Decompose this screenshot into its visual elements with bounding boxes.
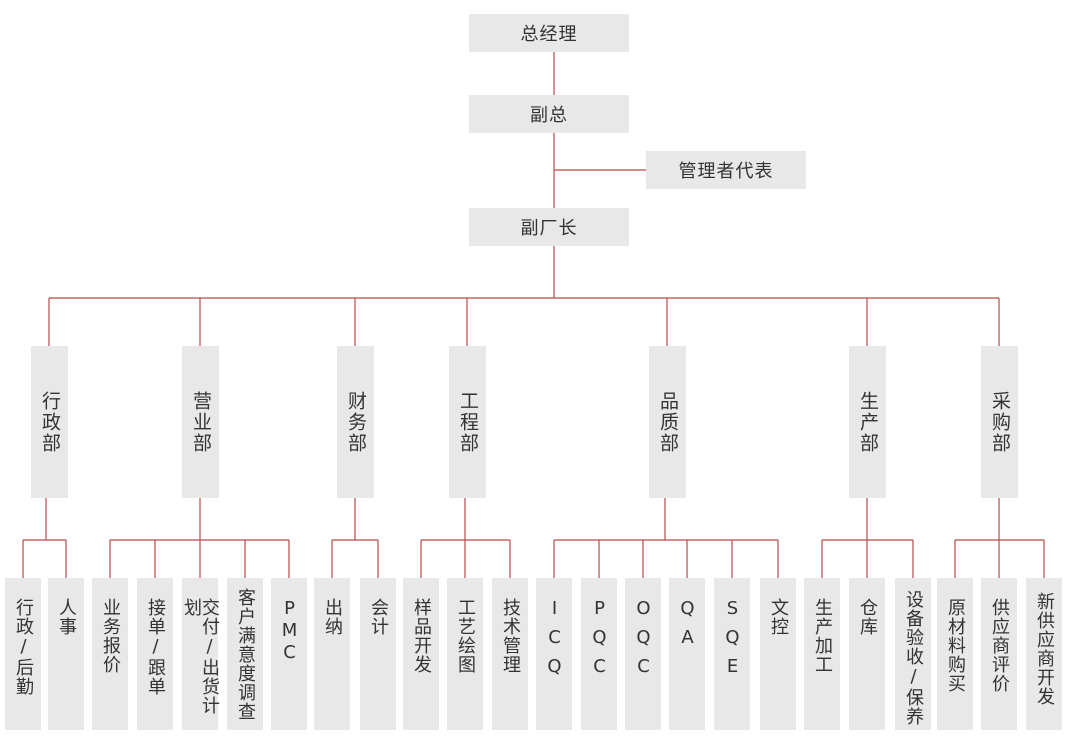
leaf-label: 会计 xyxy=(368,598,389,636)
leaf-label: 客户满意度调查 xyxy=(235,588,256,721)
leaf-label: PMC xyxy=(279,598,300,664)
leaf-label: 设备验收/保养 xyxy=(903,590,924,726)
leaf-box: SQE xyxy=(714,578,750,730)
dept-box-engineering: 工程部 xyxy=(449,346,486,498)
dept-label: 生产部 xyxy=(857,390,879,454)
dept-label: 行政部 xyxy=(39,390,61,454)
leaf-label: 出纳 xyxy=(322,598,343,636)
leaf-box: 新供应商开发 xyxy=(1026,578,1062,730)
leaf-label: 人事 xyxy=(56,598,77,636)
leaf-box: ICQ xyxy=(536,578,572,730)
leaf-box: QA xyxy=(669,578,705,730)
dept-box-production: 生产部 xyxy=(849,346,886,498)
dept-box-sales: 营业部 xyxy=(182,346,219,498)
vp-box: 副总 xyxy=(469,95,629,133)
leaf-box: 会计 xyxy=(360,578,396,730)
leaf-label: 样品开发 xyxy=(411,598,432,674)
dept-label: 营业部 xyxy=(190,390,212,454)
dept-label: 财务部 xyxy=(345,390,367,454)
leaf-box: 接单/跟单 xyxy=(137,578,173,730)
leaf-label: 工艺绘图 xyxy=(455,598,476,674)
leaf-label: 新供应商开发 xyxy=(1034,592,1055,706)
dept-label: 工程部 xyxy=(457,390,479,454)
dept-box-finance: 财务部 xyxy=(337,346,374,498)
vp-label: 副总 xyxy=(530,105,568,126)
ceo-label: 总经理 xyxy=(520,24,578,45)
mgmt-rep-label: 管理者代表 xyxy=(678,161,774,182)
leaf-box: 交付/出货计划 xyxy=(181,578,220,730)
dept-label: 品质部 xyxy=(657,390,679,454)
dept-box-quality: 品质部 xyxy=(649,346,686,498)
leaf-box: OQC xyxy=(625,578,661,730)
leaf-box: 业务报价 xyxy=(92,578,128,730)
dept-box-admin: 行政部 xyxy=(31,346,68,498)
dept-box-purchasing: 采购部 xyxy=(981,346,1018,498)
leaf-label: 业务报价 xyxy=(100,598,121,674)
deputy-factory-label: 副厂长 xyxy=(520,218,578,239)
leaf-box: 仓库 xyxy=(849,578,885,730)
leaf-label: 技术管理 xyxy=(500,598,521,674)
leaf-box: PMC xyxy=(271,578,307,730)
leaf-box: PQC xyxy=(581,578,617,730)
leaf-label: ICQ xyxy=(544,598,565,685)
leaf-box: 文控 xyxy=(760,578,796,730)
leaf-label: 接单/跟单 xyxy=(145,598,166,696)
dept-label: 采购部 xyxy=(989,390,1011,454)
leaf-box: 供应商评价 xyxy=(981,578,1017,730)
leaf-label: 交付/出货计划 xyxy=(181,598,220,715)
leaf-box: 样品开发 xyxy=(403,578,439,730)
leaf-label: OQC xyxy=(633,598,654,685)
leaf-box: 人事 xyxy=(48,578,84,730)
leaf-box: 出纳 xyxy=(314,578,350,730)
leaf-label: QA xyxy=(677,598,698,656)
leaf-label: 行政/后勤 xyxy=(13,598,34,696)
leaf-label: 生产加工 xyxy=(812,598,833,674)
leaf-label: PQC xyxy=(589,598,610,685)
leaf-box: 客户满意度调查 xyxy=(227,578,263,730)
ceo-box: 总经理 xyxy=(469,14,629,52)
leaf-box: 生产加工 xyxy=(804,578,840,730)
leaf-box: 工艺绘图 xyxy=(447,578,483,730)
leaf-label: 仓库 xyxy=(857,598,878,636)
leaf-label: SQE xyxy=(722,598,743,685)
leaf-box: 设备验收/保养 xyxy=(895,578,931,730)
leaf-label: 供应商评价 xyxy=(989,598,1010,693)
leaf-box: 行政/后勤 xyxy=(5,578,41,730)
leaf-box: 技术管理 xyxy=(492,578,528,730)
mgmt-rep-box: 管理者代表 xyxy=(646,151,806,189)
leaf-label: 文控 xyxy=(768,598,789,636)
deputy-factory-box: 副厂长 xyxy=(469,208,629,246)
leaf-box: 原材料购买 xyxy=(937,578,973,730)
leaf-label: 原材料购买 xyxy=(945,598,966,693)
